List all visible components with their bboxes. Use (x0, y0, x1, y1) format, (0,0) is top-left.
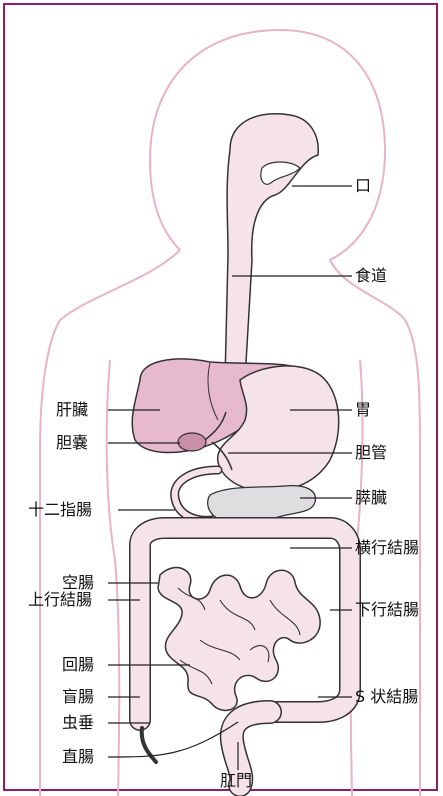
oral-esophagus (225, 114, 318, 380)
label-anus: 肛門 (220, 772, 252, 790)
label-rectum: 直腸 (62, 748, 94, 766)
label-esophagus: 食道 (355, 267, 387, 285)
gallbladder (178, 433, 206, 451)
label-gallbladder: 胆嚢 (56, 434, 88, 452)
label-ascending-colon: 上行結腸 (28, 591, 92, 609)
label-cecum: 盲腸 (62, 688, 94, 706)
label-mouth: 口 (355, 177, 371, 195)
label-liver: 肝臟 (56, 401, 88, 419)
label-appendix: 虫垂 (62, 714, 94, 732)
label-stomach: 胃 (355, 401, 371, 419)
label-duodenum: 十二指腸 (28, 501, 92, 519)
label-pancreas: 膵臓 (355, 489, 387, 507)
label-bile-duct: 胆管 (355, 444, 387, 462)
label-transverse-colon: 横行結腸 (355, 539, 419, 557)
label-ileum: 回腸 (62, 656, 94, 674)
label-sigmoid-colon: S 状結腸 (355, 688, 418, 706)
small-intestine (158, 568, 320, 711)
label-descending-colon: 下行結腸 (355, 601, 419, 619)
